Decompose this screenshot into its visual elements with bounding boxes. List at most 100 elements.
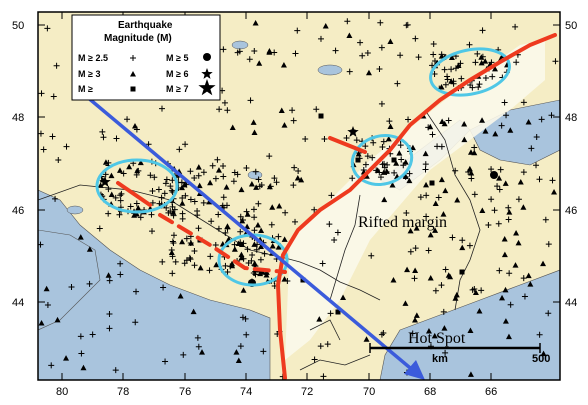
earthquake-symbol (413, 225, 420, 231)
earthquake-symbol (349, 175, 356, 182)
earthquake-symbol (378, 44, 385, 51)
earthquake-symbol (362, 161, 369, 168)
earthquake-symbol (176, 146, 183, 153)
earthquake-symbol (263, 272, 270, 278)
earthquake-symbol (258, 227, 265, 234)
y-tick-label-left: 50 (12, 20, 24, 32)
legend-label: M ≥ 7 (166, 84, 188, 94)
earthquake-symbol (223, 184, 230, 190)
earthquake-symbol (261, 250, 268, 257)
earthquake-symbol (435, 194, 442, 201)
earthquake-symbol (488, 166, 495, 173)
earthquake-symbol (191, 198, 198, 205)
earthquake-symbol (187, 256, 194, 263)
great-lakes-water (38, 189, 271, 380)
earthquake-symbol (170, 240, 177, 247)
small-lake (317, 64, 343, 76)
earthquake-symbol (252, 271, 259, 278)
earthquake-symbol (50, 93, 57, 100)
earthquake-symbol (194, 334, 201, 341)
earthquake-symbol (237, 213, 244, 220)
earthquake-symbol (430, 41, 437, 48)
earthquake-symbol (506, 270, 513, 277)
x-tick-label: 76 (179, 386, 191, 398)
earthquake-symbol (269, 242, 276, 249)
earthquake-symbol (255, 200, 262, 207)
earthquake-symbol (525, 272, 532, 279)
earthquake-symbol (432, 200, 439, 207)
earthquake-symbol (292, 218, 299, 225)
earthquake-symbol (485, 222, 492, 229)
earthquake-symbol (195, 225, 202, 232)
earthquake-symbol (77, 333, 84, 340)
earthquake-symbol (422, 150, 429, 157)
earthquake-symbol (412, 317, 419, 323)
earthquake-symbol (479, 117, 486, 123)
earthquake-symbol (459, 237, 466, 244)
earthquake-symbol (251, 48, 258, 55)
earthquake-symbol (362, 143, 369, 150)
earthquake-symbol (133, 200, 140, 207)
earthquake-symbol (502, 180, 509, 186)
earthquake-symbol (491, 207, 498, 214)
x-tick-label: 70 (363, 386, 375, 398)
earthquake-symbol (86, 280, 93, 287)
earthquake-symbol (243, 164, 250, 171)
x-tick-label: 78 (117, 386, 129, 398)
earthquake-symbol (273, 179, 280, 186)
earthquake-symbol (289, 107, 296, 114)
x-tick-label: 74 (240, 386, 252, 398)
earthquake-symbol (442, 187, 449, 194)
small-lake (66, 205, 84, 215)
cluster-ellipse (429, 47, 511, 97)
earthquake-symbol (38, 90, 45, 97)
earthquake-symbol (441, 66, 448, 73)
earthquake-symbol (520, 99, 527, 106)
earthquake-symbol (440, 211, 447, 217)
earthquake-symbol (116, 167, 123, 173)
earthquake-symbol (251, 241, 258, 247)
earthquake-symbol (311, 356, 318, 363)
earthquake-symbol (412, 245, 419, 252)
earthquake-symbol (461, 120, 468, 127)
earthquake-symbol (238, 186, 245, 193)
earthquake-symbol (364, 153, 371, 160)
earthquake-symbol (365, 69, 372, 76)
earthquake-symbol (422, 166, 429, 173)
earthquake-symbol (452, 65, 459, 72)
earthquake-symbol (167, 208, 174, 215)
legend-label: M ≥ 3 (78, 69, 100, 79)
earthquake-symbol (208, 218, 215, 225)
earthquake-symbol (441, 325, 448, 331)
earthquake-symbol (346, 68, 353, 75)
earthquake-symbol (370, 139, 377, 146)
earthquake-symbol (488, 59, 495, 66)
earthquake-symbol (505, 333, 512, 340)
earthquake-symbol (450, 80, 457, 87)
earthquake-symbol (423, 213, 430, 220)
earthquake-symbol (444, 76, 451, 83)
earthquake-symbol (169, 253, 176, 260)
earthquake-symbol (112, 194, 119, 201)
y-tick-label-left: 48 (12, 112, 24, 124)
earthquake-symbol (221, 99, 228, 106)
earthquake-symbol (281, 122, 288, 128)
earthquake-symbol (124, 116, 131, 123)
earthquake-symbol (99, 128, 106, 135)
earthquake-symbol (191, 248, 198, 255)
earthquake-symbol (479, 53, 486, 60)
earthquake-symbol (549, 177, 556, 184)
earthquake-symbol (266, 48, 273, 54)
earthquake-symbol (525, 119, 532, 125)
rift-branch (328, 136, 367, 154)
earthquake-symbol (167, 183, 174, 190)
earthquake-symbol (475, 84, 482, 91)
earthquake-symbol (222, 262, 229, 269)
earthquake-symbol (248, 180, 255, 187)
earthquake-symbol (402, 173, 409, 180)
earthquake-symbol (413, 312, 420, 318)
earthquake-symbol (478, 287, 485, 294)
earthquake-symbol (380, 138, 387, 145)
earthquake-symbol (117, 271, 124, 278)
earthquake-symbol-large (248, 280, 254, 286)
